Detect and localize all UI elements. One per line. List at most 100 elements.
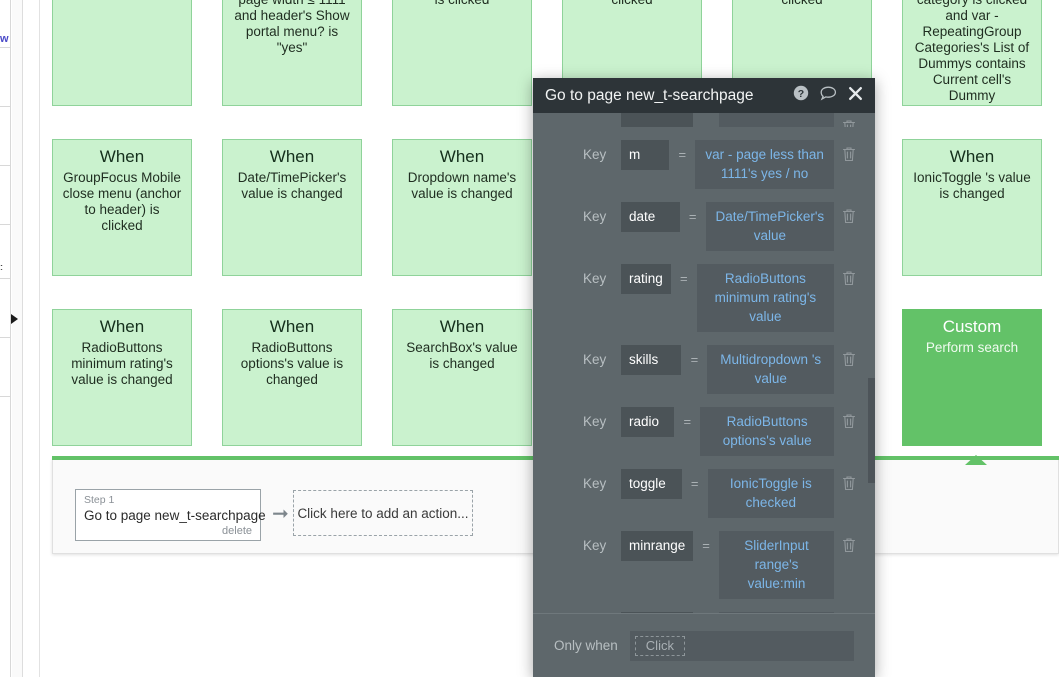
workflow-card-description: SearchBox's value is changed: [406, 340, 518, 371]
parameter-row: [533, 113, 875, 127]
parameter-key-label: Key: [583, 538, 607, 553]
trash-icon[interactable]: [842, 475, 856, 496]
parameter-row: Keymaxrange=SliderInput range's value:ma…: [533, 612, 875, 613]
parameter-key-input[interactable]: toggle: [621, 469, 682, 499]
workflow-card-heading: When: [269, 317, 315, 336]
parameter-row: Key rating = RadioButtons minimum rating's …: [533, 264, 875, 332]
step-number-label: Step 1: [84, 494, 115, 506]
workflow-card-description: Dropdown name's value is changed: [407, 170, 517, 201]
step-delete-link[interactable]: delete: [222, 525, 252, 537]
parameter-key-label: Key: [583, 414, 607, 429]
parameter-value-expression[interactable]: Multidropdown 's value: [707, 345, 834, 394]
help-circle-icon[interactable]: ?: [793, 85, 809, 106]
workflow-card-description: RadioButtons minimum rating's value is c…: [71, 340, 173, 387]
action-step-1[interactable]: Step 1 Go to page new_t-searchpage delet…: [75, 489, 266, 541]
only-when-field[interactable]: Click: [629, 630, 854, 661]
parameter-equals-sign: =: [679, 271, 688, 286]
dialog-title: Go to page new_t-searchpage: [545, 87, 754, 104]
trash-icon[interactable]: [842, 146, 856, 167]
truncated-link-text[interactable]: w: [0, 33, 9, 45]
workflow-card-description: GroupFocus Mobile close menu (anchor to …: [62, 170, 182, 233]
parameter-key-input[interactable]: m: [621, 140, 670, 170]
parameter-key-input[interactable]: date: [621, 202, 680, 232]
workflow-event-card[interactable]: Group Inner select category is clicked a…: [902, 0, 1042, 106]
parameter-key-input[interactable]: radio: [621, 407, 675, 437]
workflow-card-description: Group Inner select category is clicked a…: [914, 0, 1030, 103]
parameter-key-input[interactable]: rating: [621, 264, 671, 294]
trash-icon[interactable]: [842, 351, 856, 372]
trash-icon[interactable]: [842, 119, 856, 127]
workflow-card-heading: Custom: [942, 317, 1002, 336]
add-action-button[interactable]: Click here to add an action...: [293, 490, 473, 536]
dialog-title-icons: ?: [793, 85, 863, 106]
workflow-event-card[interactable]: Do when Current page width ≤ 1111 and he…: [222, 0, 362, 106]
trash-icon[interactable]: [842, 413, 856, 434]
parameter-equals-sign: =: [688, 209, 697, 224]
workflow-card-description: RadioButtons options's value is changed: [240, 340, 344, 387]
dialog-title-bar: Go to page new_t-searchpage ?: [533, 78, 875, 113]
workflow-card-heading: When: [439, 317, 485, 336]
step-title: Go to page new_t-searchpage: [84, 508, 266, 523]
workflow-card-heading: When: [99, 147, 145, 166]
parameter-equals-sign: =: [690, 352, 699, 367]
workflow-card-description: Perform search: [925, 340, 1019, 355]
parameter-value-expression[interactable]: SliderInput range's value:max: [719, 612, 834, 613]
parameter-value-expression[interactable]: Date/TimePicker's value: [705, 202, 834, 251]
workflow-event-card[interactable]: Button Back to top is clicked: [392, 0, 532, 106]
close-x-icon[interactable]: [848, 86, 863, 106]
workflow-card-description: Do when Current page width ≤ 1111 and he…: [234, 0, 350, 55]
trash-icon[interactable]: [842, 208, 856, 229]
left-rail-outer: w ::: [0, 0, 11, 677]
parameter-key-input[interactable]: maxrange: [621, 612, 693, 613]
parameter-row: Key toggle = IonicToggle is checked: [533, 469, 875, 518]
truncated-label-text: ::: [0, 262, 3, 272]
dialog-scrollbar-thumb[interactable]: [868, 378, 875, 483]
trash-icon[interactable]: [842, 537, 856, 558]
parameter-value-expression[interactable]: RadioButtons minimum rating's value: [696, 264, 834, 332]
parameter-key-label: Key: [583, 476, 607, 491]
workflow-card-heading: When: [269, 147, 315, 166]
workflow-card-heading: When: [99, 317, 145, 336]
parameter-key-input[interactable]: minrange: [621, 531, 693, 561]
arrow-right-icon: ➞: [272, 503, 289, 525]
left-rail-inner: [12, 0, 36, 677]
parameter-value-expression[interactable]: var - page less than 1111's yes / no: [695, 140, 834, 189]
trash-icon[interactable]: [842, 270, 856, 291]
parameter-key-input[interactable]: skills: [621, 345, 682, 375]
workflow-card-description: Button Select all is clicked: [742, 0, 862, 8]
workflow-card-description: Date/TimePicker's value is changed: [237, 170, 347, 201]
parameter-equals-sign: =: [702, 538, 710, 553]
workflow-event-card[interactable]: Page is loaded: [52, 0, 192, 106]
parameter-equals-sign: =: [678, 147, 687, 162]
workflow-card-heading: When: [439, 147, 485, 166]
workflow-card-heading: When: [949, 147, 995, 166]
parameter-equals-sign: =: [683, 414, 692, 429]
parameter-key-label: Key: [583, 271, 607, 286]
go-to-page-dialog: Go to page new_t-searchpage ?: [533, 78, 875, 677]
parameter-value-expression[interactable]: [719, 113, 834, 127]
expand-triangle-icon[interactable]: [11, 314, 18, 324]
parameter-key-label: Key: [583, 147, 607, 162]
parameter-value-expression[interactable]: IonicToggle is checked: [707, 469, 834, 518]
parameter-row: Key radio = RadioButtons options's value: [533, 407, 875, 456]
speech-bubble-icon[interactable]: [820, 86, 837, 106]
parameter-key-input[interactable]: [621, 113, 693, 127]
parameter-key-label: Key: [583, 209, 607, 224]
parameter-value-expression[interactable]: RadioButtons options's value: [700, 407, 834, 456]
parameter-equals-sign: =: [690, 476, 699, 491]
workflow-card-description: Button Back to top is clicked: [402, 0, 522, 8]
parameter-value-expression[interactable]: SliderInput range's value:min: [719, 531, 834, 599]
only-when-click-chip[interactable]: Click: [634, 635, 685, 656]
